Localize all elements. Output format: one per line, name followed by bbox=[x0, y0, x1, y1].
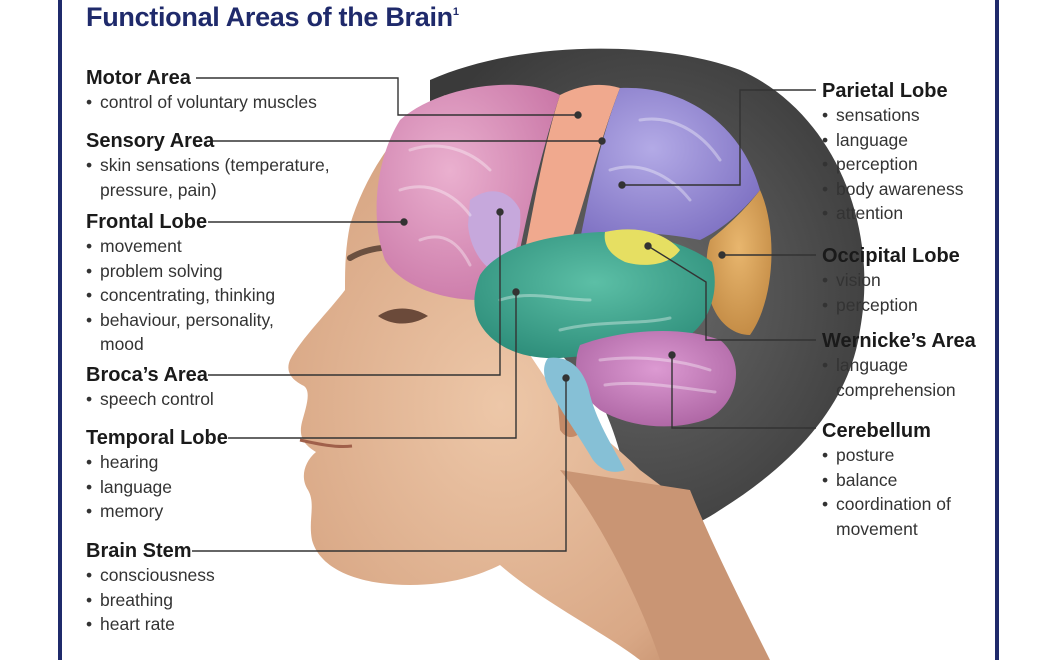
label-item: •language bbox=[822, 355, 909, 375]
label-item: •language bbox=[86, 476, 173, 497]
occipital-lobe-shape bbox=[706, 190, 772, 335]
leader-parietal bbox=[622, 89, 816, 186]
label-parietal-lobe: Parietal Lobe •sensations •language •per… bbox=[822, 79, 963, 226]
lips-shape bbox=[299, 438, 353, 448]
leader-temporal bbox=[228, 292, 517, 439]
label-item: •movement bbox=[86, 236, 182, 256]
label-item: •language bbox=[822, 129, 909, 150]
label-item: •attention bbox=[822, 203, 904, 223]
cerebellum-shape bbox=[576, 330, 737, 427]
label-brain-stem: Brain Stem •consciousness •breathing •he… bbox=[86, 539, 215, 637]
label-item: •behaviour, personality, bbox=[86, 309, 274, 330]
label-heading: Temporal Lobe bbox=[86, 427, 228, 449]
label-heading: Frontal Lobe bbox=[86, 211, 208, 233]
motor-area-shape bbox=[525, 84, 620, 250]
title-text: Functional Areas of the Brain bbox=[86, 2, 453, 32]
label-temporal-lobe: Temporal Lobe •hearing •language •memory bbox=[86, 426, 228, 524]
label-occipital-lobe: Occipital Lobe •vision •perception bbox=[822, 244, 960, 317]
label-item: •perception bbox=[822, 294, 918, 315]
label-item: •concentrating, thinking bbox=[86, 285, 276, 305]
wernicke-area-shape bbox=[604, 229, 680, 265]
label-item: pressure, pain) bbox=[100, 179, 217, 200]
label-heading: Brain Stem bbox=[86, 540, 192, 562]
brainstem-shape bbox=[544, 357, 625, 472]
label-item: •consciousness bbox=[86, 565, 215, 585]
leader-cerebellum bbox=[671, 355, 816, 429]
eye-shape bbox=[378, 308, 428, 324]
label-item: •hearing bbox=[86, 452, 159, 472]
leader-lines bbox=[192, 77, 816, 552]
title-superscript: 1 bbox=[452, 6, 459, 18]
page-title: Functional Areas of the Brain1 bbox=[86, 2, 459, 33]
leader-broca bbox=[208, 212, 501, 376]
label-item: •posture bbox=[822, 445, 895, 465]
label-heading: Sensory Area bbox=[86, 130, 215, 152]
label-item: •body awareness bbox=[822, 178, 964, 199]
leader-brainstem bbox=[192, 378, 567, 552]
label-item: •problem solving bbox=[86, 260, 223, 281]
label-item: •memory bbox=[86, 501, 164, 521]
label-item: •speech control bbox=[86, 389, 214, 409]
gyri-lines bbox=[398, 117, 722, 394]
label-wernickes-area: Wernicke’s Area •language comprehension bbox=[822, 329, 976, 402]
label-cerebellum: Cerebellum •posture •balance •coordinati… bbox=[822, 419, 951, 541]
frame-border-left bbox=[58, 0, 62, 660]
label-sensory-area: Sensory Area •skin sensations (temperatu… bbox=[86, 129, 330, 202]
label-item: •coordination of bbox=[822, 494, 951, 514]
label-item: •heart rate bbox=[86, 614, 175, 634]
label-item: •control of voluntary muscles bbox=[86, 92, 317, 112]
label-motor-area: Motor Area •control of voluntary muscles bbox=[86, 66, 317, 115]
label-item: •perception bbox=[822, 154, 918, 174]
label-heading: Cerebellum bbox=[822, 420, 931, 442]
leader-wernicke bbox=[647, 245, 816, 341]
label-item: movement bbox=[836, 518, 918, 539]
label-item: •skin sensations (temperature, bbox=[86, 155, 330, 175]
label-heading: Parietal Lobe bbox=[822, 80, 948, 102]
label-frontal-lobe: Frontal Lobe •movement •problem solving … bbox=[86, 210, 275, 357]
label-item: mood bbox=[100, 334, 144, 354]
label-item: •balance bbox=[822, 469, 898, 490]
neck-shape bbox=[560, 470, 770, 660]
label-item: •vision bbox=[822, 270, 881, 290]
frame-border-right bbox=[995, 0, 999, 660]
label-brocas-area: Broca’s Area •speech control bbox=[86, 363, 214, 412]
parietal-lobe-shape bbox=[580, 87, 760, 241]
label-heading: Motor Area bbox=[86, 67, 191, 89]
label-heading: Wernicke’s Area bbox=[822, 330, 976, 352]
label-heading: Occipital Lobe bbox=[822, 245, 960, 267]
label-item: •sensations bbox=[822, 105, 920, 125]
leader-motor bbox=[196, 77, 578, 116]
label-heading: Broca’s Area bbox=[86, 364, 208, 386]
label-item: •breathing bbox=[86, 589, 173, 610]
label-item: comprehension bbox=[836, 379, 956, 400]
